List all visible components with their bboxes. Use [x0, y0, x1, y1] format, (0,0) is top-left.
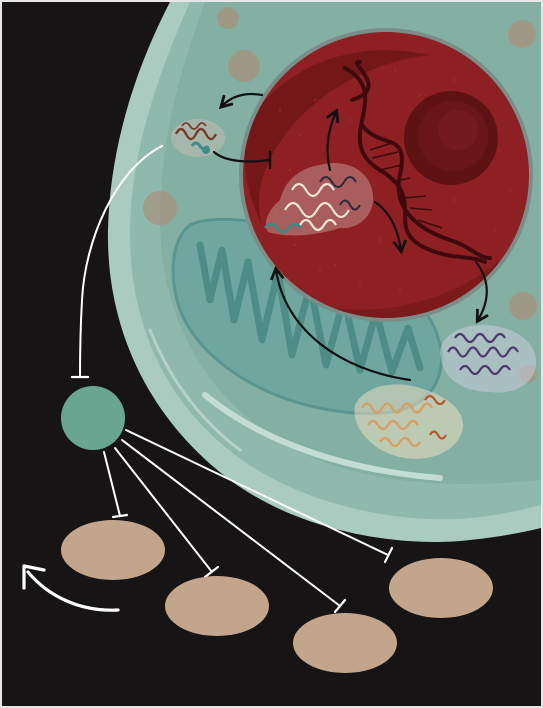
- arrow-down-to-dna: [373, 200, 408, 255]
- vesicles: [143, 7, 537, 383]
- vesicle: [228, 50, 260, 82]
- protein-small: [171, 119, 225, 157]
- arrow-dna-to-purple: [474, 260, 489, 324]
- inhibition-line-4: [125, 429, 389, 556]
- inhibition-bar-icon: [203, 565, 220, 579]
- nucleus-shade: [300, 260, 500, 318]
- protein-orange: [354, 384, 464, 459]
- arrow-icon: [212, 92, 489, 382]
- inhibition-to-nucleus: [212, 150, 270, 163]
- protein-icon: [171, 119, 537, 459]
- dna-base-pairs: [369, 141, 453, 241]
- protein-complex-on-dna: [264, 162, 374, 236]
- arrow-up-from-complex: [325, 108, 340, 172]
- dna-strand: [343, 66, 487, 264]
- dna-helix-icon: [343, 59, 492, 264]
- inhibition-bar-icon: [383, 546, 394, 564]
- inhibition-line-1: [103, 451, 121, 517]
- target-cells: [61, 520, 493, 673]
- vesicle: [143, 191, 177, 225]
- inhibition-line-3: [121, 439, 341, 607]
- chromatin-speckles: [273, 68, 512, 292]
- curved-output-arrowhead: [22, 564, 46, 590]
- target-ellipse-2: [165, 576, 269, 636]
- inhibition-line-2: [114, 447, 213, 573]
- inhibition-line-to-node: [79, 145, 163, 377]
- vesicle: [217, 7, 239, 29]
- arrow-to-small-protein: [218, 92, 264, 110]
- inhibition-bar-icon: [333, 598, 347, 614]
- membrane-highlight: [148, 328, 242, 452]
- target-ellipse-4: [389, 558, 493, 618]
- arrow-orange-to-nucleus: [269, 265, 412, 382]
- signal-node: [61, 386, 125, 450]
- vesicle: [509, 292, 537, 320]
- membrane-highlight: [202, 392, 443, 481]
- vesicle: [508, 20, 536, 48]
- dna-strand: [350, 59, 492, 260]
- nucleolus: [404, 91, 498, 185]
- nucleus-shade: [244, 50, 430, 225]
- signaling-pathway: [22, 145, 394, 614]
- vesicle: [519, 365, 537, 383]
- target-ellipse-1: [61, 520, 165, 580]
- curved-output-arrow: [26, 570, 120, 612]
- target-ellipse-3: [293, 613, 397, 673]
- protein-purple: [440, 325, 537, 393]
- inhibition-bar-icon: [111, 513, 129, 519]
- mitochondrion-cristae: [196, 241, 424, 376]
